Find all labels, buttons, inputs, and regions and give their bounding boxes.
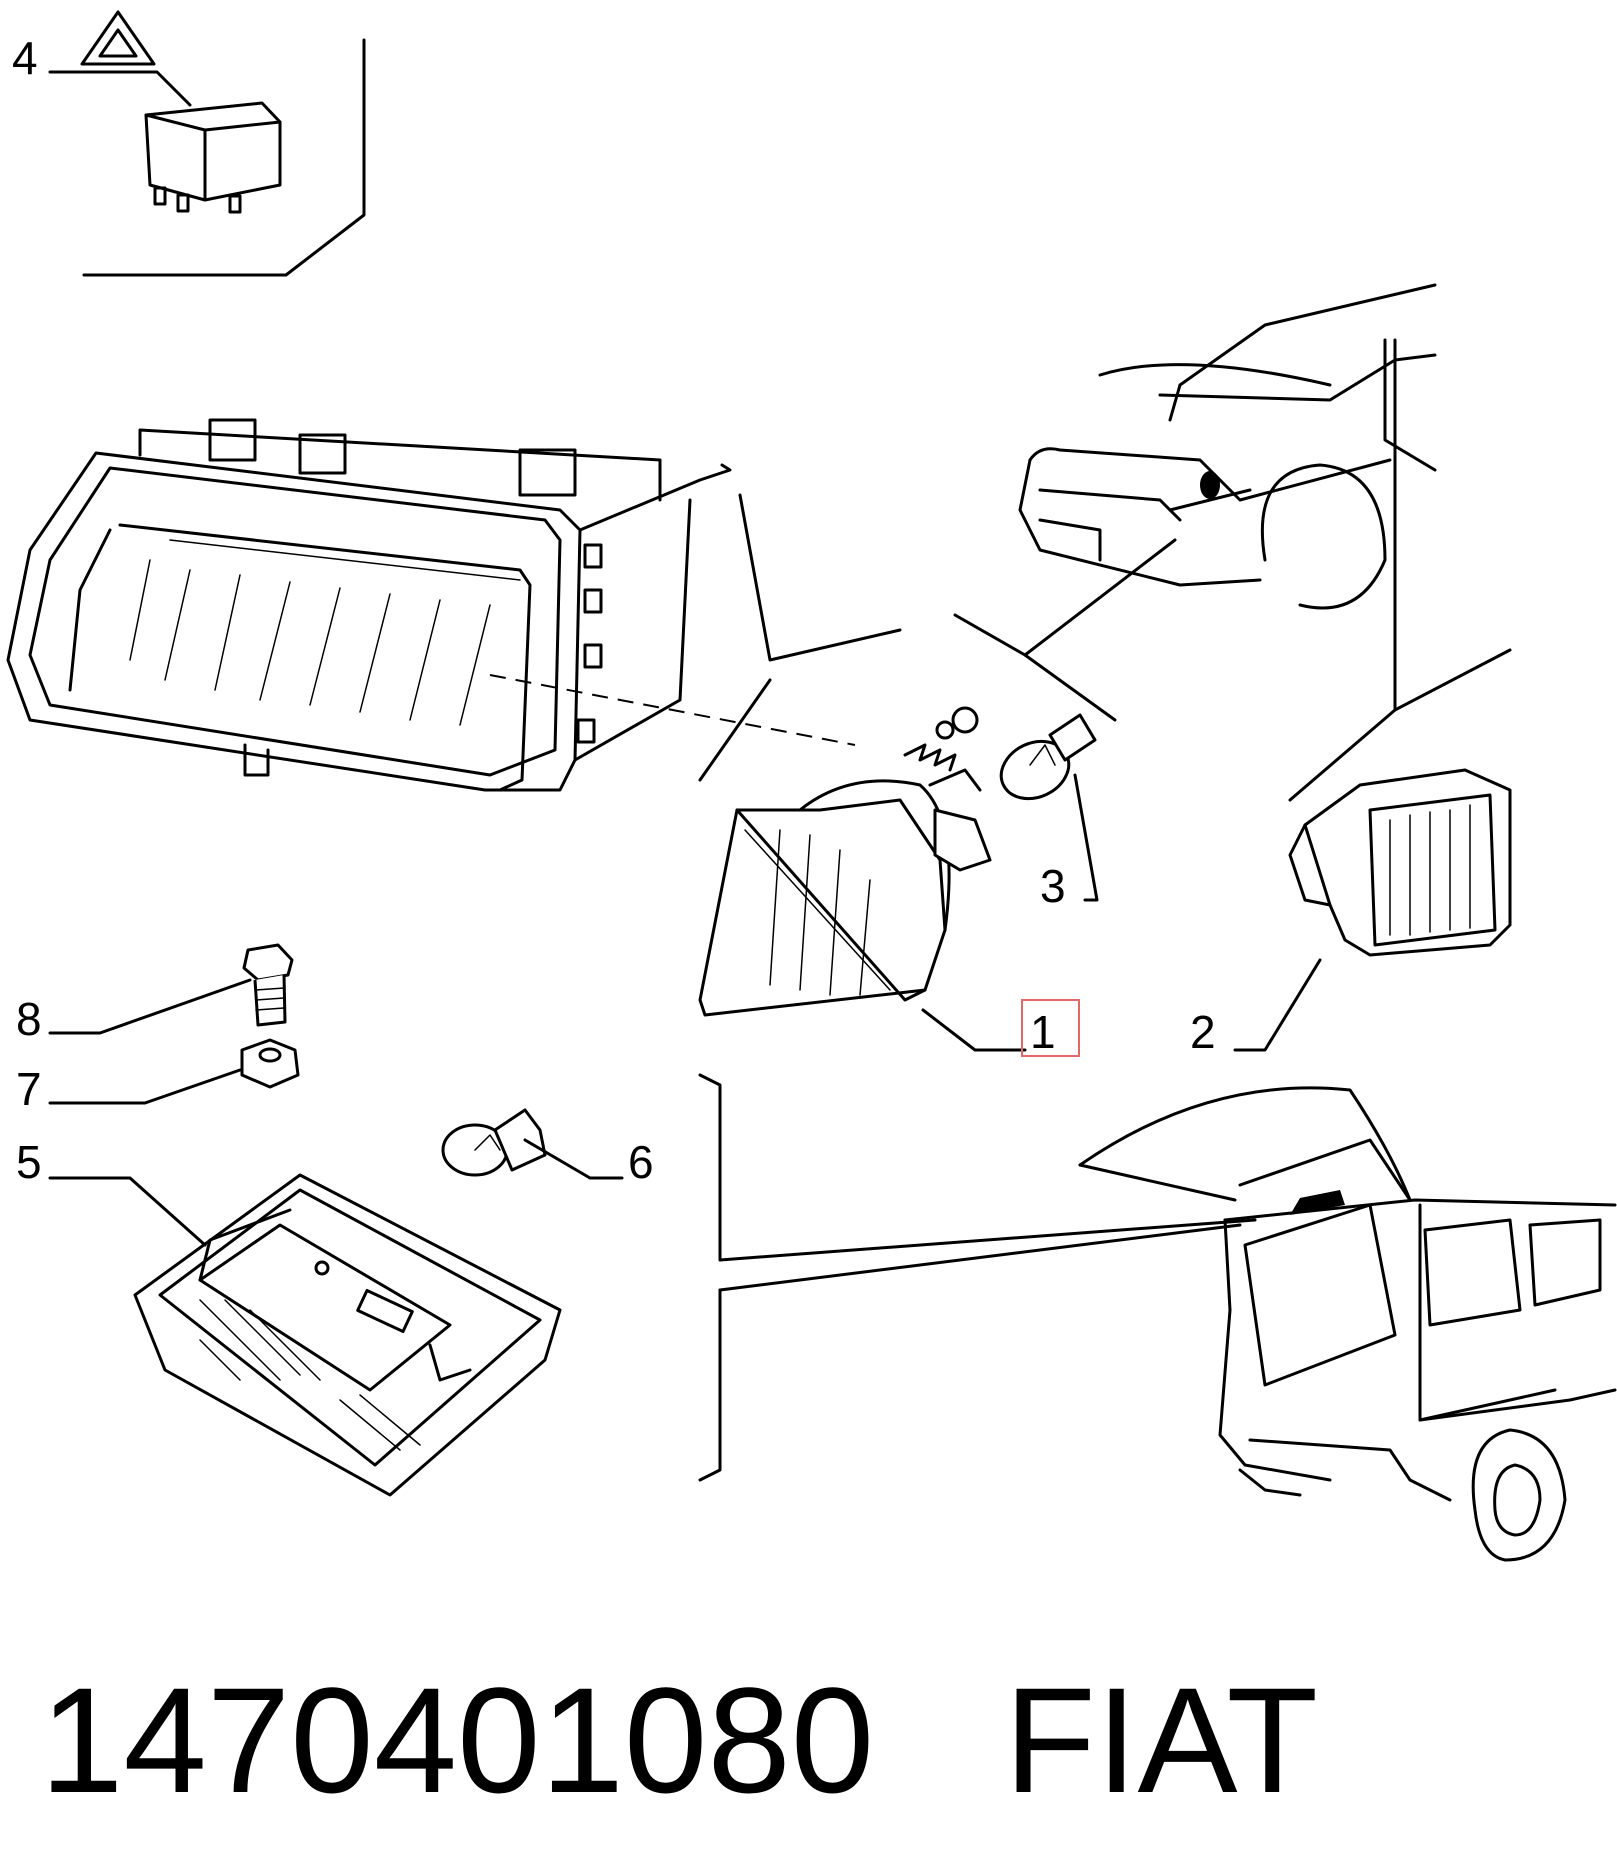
part-caption: 1470401080 FIAT [40,1640,1600,1840]
part-number: 1470401080 [40,1656,875,1824]
bolt[interactable] [242,943,294,1027]
indicator-section-bracket [698,493,902,782]
car-front-view [1018,283,1437,610]
callout-4: 4 [12,32,38,84]
leader-lines [48,70,1322,1247]
number-plate-bulb[interactable] [441,1108,547,1177]
nut[interactable] [240,1038,300,1089]
side-repeater-bracket [1288,338,1512,802]
number-plate-light[interactable] [133,1173,562,1497]
callout-7: 7 [16,1063,42,1115]
callout-highlight-box [1021,999,1080,1057]
car-rear-view [1078,1086,1617,1562]
side-repeater-lamp[interactable] [1288,768,1512,957]
indicator-bulb[interactable] [992,713,1097,809]
callout-3: 3 [1040,860,1066,912]
car-front-bracket [953,538,1177,722]
brand-name: FIAT [1004,1656,1319,1824]
hazard-relay[interactable] [144,101,282,214]
callout-5: 5 [16,1136,42,1188]
callout-6: 6 [628,1136,654,1188]
car-rear-bracket [698,1073,1257,1482]
headlamp-assembly[interactable] [6,418,732,792]
hazard-warning-triangle-icon [80,10,156,66]
callout-8: 8 [16,993,42,1045]
callout-1: 1 [1030,1006,1056,1058]
callout-2: 2 [1190,1006,1216,1058]
front-indicator-lamp[interactable] [698,706,992,1017]
relay-section-bracket [82,38,366,277]
